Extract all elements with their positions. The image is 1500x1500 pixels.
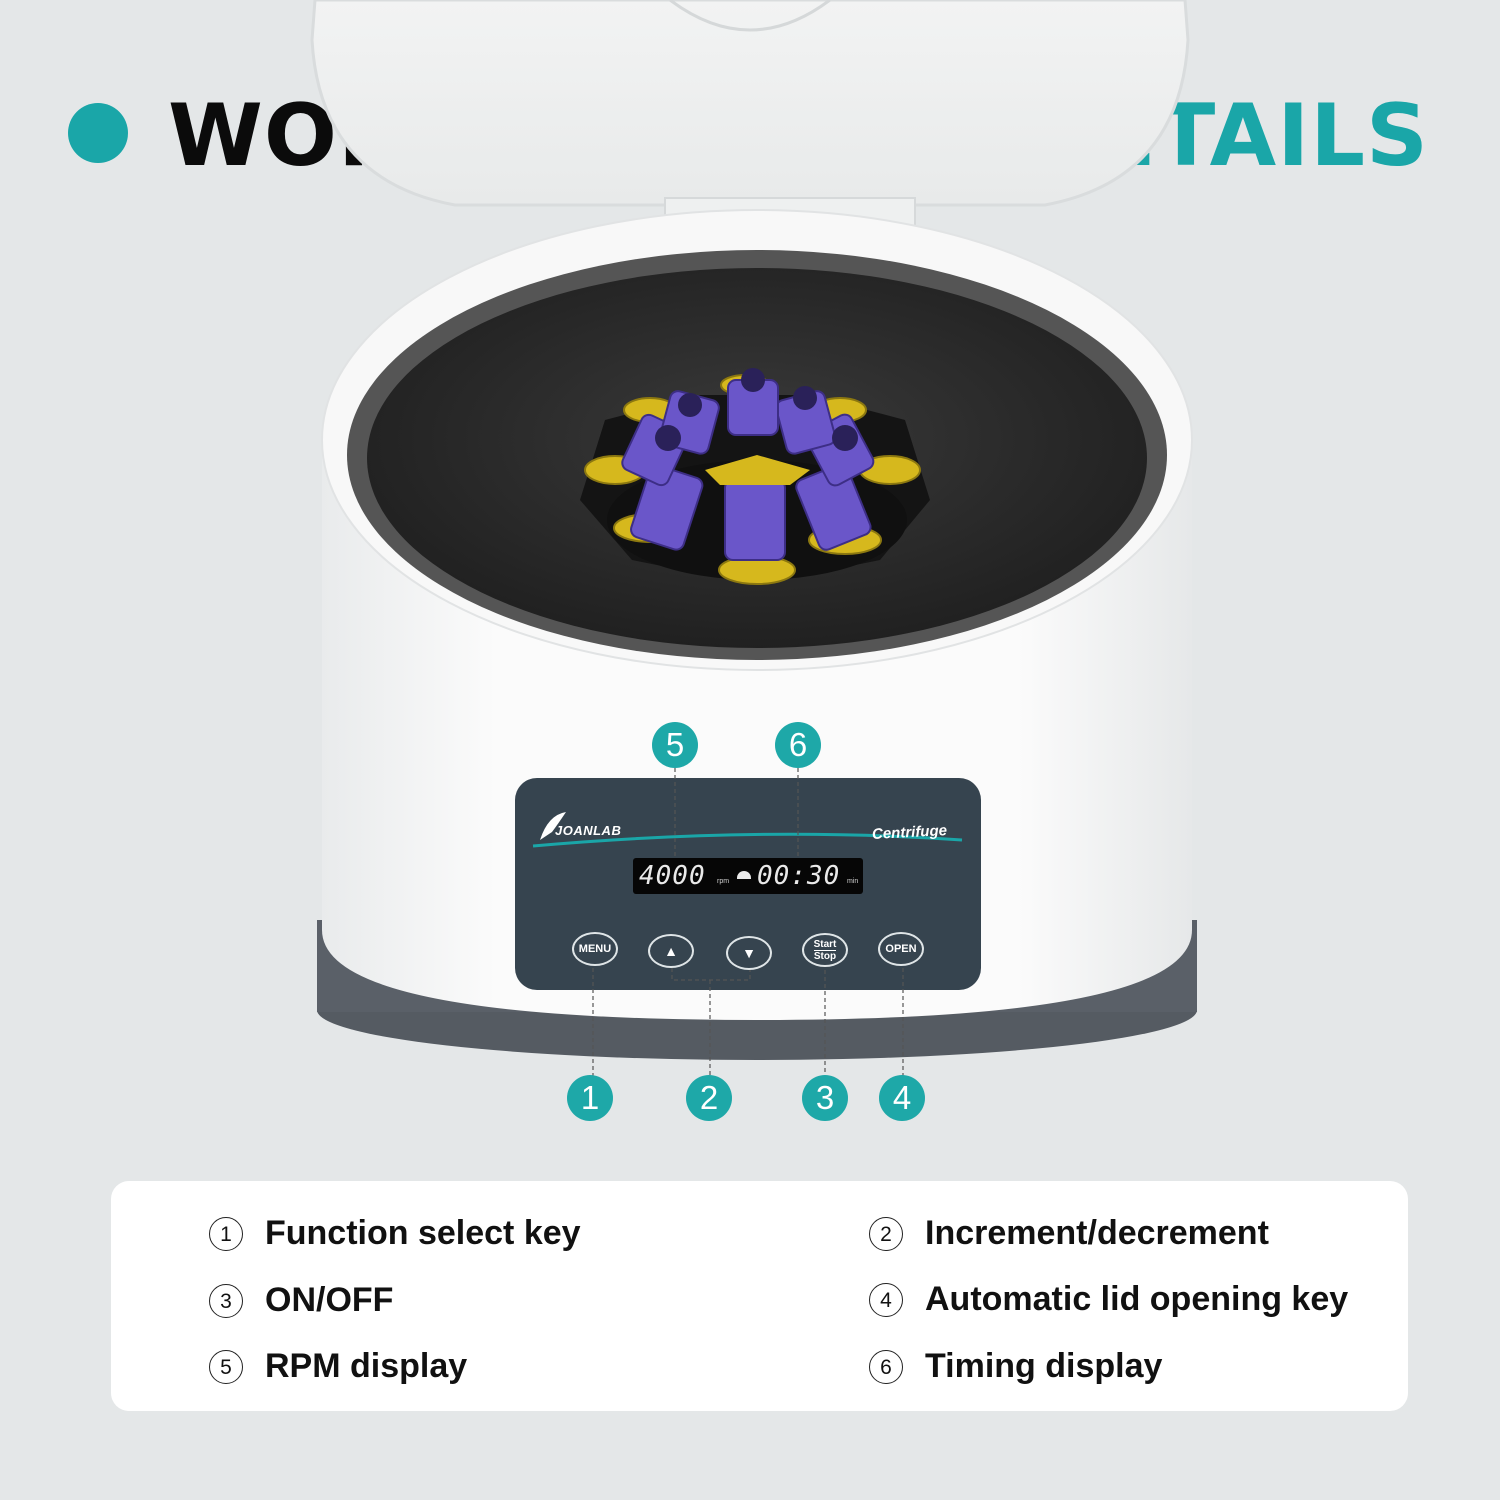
- legend-item: 2 Increment/decrement: [869, 1214, 1269, 1253]
- lid: [310, 0, 1190, 239]
- legend-label: Increment/decrement: [925, 1214, 1269, 1252]
- legend-number: 5: [209, 1349, 243, 1384]
- callout-1: 1: [567, 1075, 613, 1121]
- rotor: [580, 368, 930, 585]
- rpm-unit: rpm: [717, 878, 730, 885]
- stop-label: Stop: [813, 950, 837, 962]
- legend-number: 1: [209, 1216, 243, 1251]
- legend-number: 2: [869, 1216, 903, 1251]
- legend-card: 1 Function select key 2 Increment/decrem…: [111, 1181, 1408, 1411]
- title-bullet-icon: [68, 103, 128, 163]
- start-stop-button[interactable]: Start Stop: [802, 933, 848, 967]
- menu-button[interactable]: MENU: [572, 932, 618, 966]
- open-lid-button[interactable]: OPEN: [878, 932, 924, 966]
- increment-button[interactable]: ▲: [648, 934, 694, 968]
- callout-lines: [592, 768, 904, 1076]
- legend-item: 1 Function select key: [209, 1214, 581, 1253]
- decrement-button[interactable]: ▼: [726, 936, 772, 970]
- down-arrow-icon: ▼: [742, 945, 756, 961]
- lock-indicator-icon: [737, 871, 751, 879]
- start-label: Start: [813, 938, 837, 951]
- legend-item: 5 RPM display: [209, 1347, 467, 1386]
- callout-2: 2: [686, 1075, 732, 1121]
- centrifuge-illustration: [310, 0, 1197, 1076]
- legend-label: Timing display: [925, 1347, 1163, 1385]
- legend-number: 3: [209, 1283, 243, 1318]
- legend-item: 4 Automatic lid opening key: [869, 1280, 1348, 1319]
- brand-name: JOANLAB: [555, 823, 622, 838]
- legend-item: 3 ON/OFF: [209, 1281, 393, 1320]
- legend-label: RPM display: [265, 1347, 468, 1385]
- open-button-label: OPEN: [885, 943, 917, 955]
- lcd-display: 4000 rpm 00:30 min: [633, 858, 863, 894]
- legend-item: 6 Timing display: [869, 1347, 1162, 1386]
- callout-4: 4: [879, 1075, 925, 1121]
- callout-3: 3: [802, 1075, 848, 1121]
- legend-label: Automatic lid opening key: [925, 1280, 1349, 1318]
- menu-button-label: MENU: [578, 943, 612, 955]
- legend-number: 6: [869, 1349, 903, 1384]
- callout-6: 6: [775, 722, 821, 768]
- time-unit: min: [847, 878, 859, 885]
- brand-logo-icon: [540, 812, 566, 840]
- time-value: 00:30: [757, 861, 841, 891]
- legend-label: Function select key: [265, 1214, 581, 1252]
- callout-5: 5: [652, 722, 698, 768]
- legend-number: 4: [869, 1282, 903, 1317]
- rpm-value: 4000: [639, 861, 706, 891]
- up-arrow-icon: ▲: [664, 943, 678, 959]
- panel-accent-line: [532, 832, 963, 848]
- legend-label: ON/OFF: [265, 1281, 394, 1319]
